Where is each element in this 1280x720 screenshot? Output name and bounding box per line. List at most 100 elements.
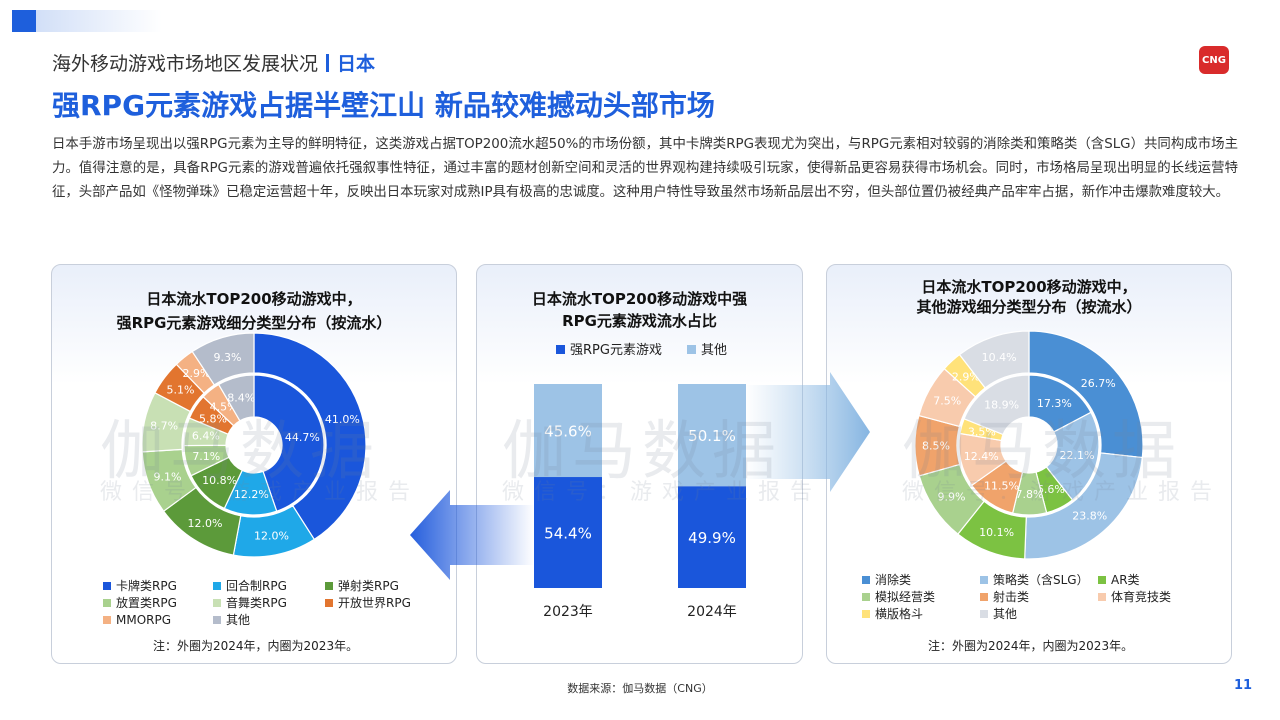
watermark-left-sub: 微信号：游戏产业报告 <box>100 480 421 505</box>
bar-1-segment-1 <box>678 384 746 487</box>
donut-right-outer-label-4: 8.5% <box>922 440 950 453</box>
panel-rpg-breakdown: 日本流水TOP200移动游戏中， 强RPG元素游戏细分类型分布（按流水） 卡牌类… <box>51 264 457 664</box>
legend-label: 体育竞技类 <box>1111 590 1172 604</box>
legend-swatch <box>103 581 111 590</box>
donut-left-inner-label-1: 12.2% <box>234 488 269 501</box>
panel-middle-title-line1: 日本流水TOP200移动游戏中强 <box>531 290 748 308</box>
donut-left-outer-label-3: 9.1% <box>154 470 182 483</box>
watermark-middle-sub: 微信号：游戏产业报告 <box>502 480 823 505</box>
legend-item: 体育竞技类 <box>1098 588 1208 605</box>
donut-right-outer-label-6: 2.9% <box>952 371 980 384</box>
donut-rpg-breakdown: 41.0%12.0%12.0%9.1%8.7%5.1%2.9%9.3%44.7%… <box>141 332 367 558</box>
legend-swatch <box>1098 575 1106 584</box>
legend-label: 模拟经营类 <box>875 590 936 604</box>
donut-right-inner-label-7: 18.9% <box>984 398 1019 411</box>
watermark-left: 伽马数据 <box>100 415 380 489</box>
header-accent-square <box>12 10 36 32</box>
bar-legend-swatch-0 <box>556 345 565 354</box>
bar-chart-rpg-share: 强RPG元素游戏其他54.4%45.6%2023年49.9%50.1%2024年 <box>534 343 746 620</box>
bar-0-value-0: 54.4% <box>544 525 592 543</box>
section-divider <box>326 54 330 72</box>
legend-item: 横版格斗 <box>862 605 980 622</box>
data-source: 数据来源：伽马数据（CNG） <box>567 682 713 695</box>
legend-swatch <box>325 598 333 607</box>
legend-row: MMORPG 其他 <box>103 611 435 628</box>
donut-left-inner-label-2: 10.8% <box>202 474 237 487</box>
bar-0-segment-1 <box>534 384 602 478</box>
donut-left-outer-label-2: 12.0% <box>188 517 223 530</box>
bar-1-segment-0 <box>678 486 746 588</box>
bar-category-label-1: 2024年 <box>687 604 737 620</box>
legend-label: 射击类 <box>993 590 1030 604</box>
bar-1-value-0: 49.9% <box>688 529 736 547</box>
legend-item: 音舞类RPG <box>213 594 325 611</box>
panel-right-title-line2: 其他游戏细分类型分布（按流水） <box>916 298 1142 316</box>
page-headline: 强RPG元素游戏占据半壁江山 新品较难撼动头部市场 <box>52 89 715 122</box>
donut-left-inner-label-4: 6.4% <box>192 430 220 443</box>
legend-row: 卡牌类RPG 回合制RPG 弹射类RPG <box>103 577 435 594</box>
legend-swatch <box>862 609 870 618</box>
section-label: 海外移动游戏市场地区发展状况 <box>52 53 319 75</box>
header-decoration <box>12 10 162 32</box>
legend-item: 模拟经营类 <box>862 588 980 605</box>
page-number: 11 <box>1234 678 1253 693</box>
donut-left-inner-label-5: 5.8% <box>199 412 227 425</box>
legend-swatch <box>103 615 111 624</box>
legend-swatch <box>1098 592 1106 601</box>
donut-right-inner-label-3: 7.8% <box>1015 488 1043 501</box>
donut-right-inner-label-5: 12.4% <box>964 450 999 463</box>
legend-label: 卡牌类RPG <box>116 579 177 593</box>
legend-label: AR类 <box>1111 573 1140 587</box>
summary-paragraph: 日本手游市场呈现出以强RPG元素为主导的鲜明特征，这类游戏占据TOP200流水超… <box>52 137 1238 200</box>
donut-right-outer-label-5: 7.5% <box>933 395 961 408</box>
legend-item: AR类 <box>1098 571 1208 588</box>
donut-right-outer-label-1: 23.8% <box>1072 509 1107 522</box>
legend-swatch <box>980 609 988 618</box>
legend-swatch <box>980 575 988 584</box>
bar-legend-label-1: 其他 <box>701 343 727 358</box>
legend-item: 策略类（含SLG） <box>980 571 1098 588</box>
section-title: 海外移动游戏市场地区发展状况日本 <box>52 49 375 76</box>
donut-left-outer-label-0: 41.0% <box>325 413 360 426</box>
panel-right-title-line1: 日本流水TOP200移动游戏中， <box>921 278 1137 296</box>
legend-label: 放置类RPG <box>116 596 177 610</box>
bar-0-segment-0 <box>534 477 602 588</box>
donut-left-outer-label-1: 12.0% <box>254 529 289 542</box>
legend-swatch <box>213 581 221 590</box>
legend-item: 射击类 <box>980 588 1098 605</box>
legend-item: 其他 <box>980 605 1098 622</box>
bar-0-value-1: 45.6% <box>544 423 592 441</box>
legend-item: 其他 <box>213 611 325 628</box>
panel-left-title-line2: 强RPG元素游戏细分类型分布（按流水） <box>116 314 392 332</box>
watermark-right: 伽马数据 <box>902 415 1182 489</box>
watermark-middle: 伽马数据 <box>502 415 782 489</box>
donut-left-inner-label-0: 44.7% <box>285 431 320 444</box>
legend-swatch <box>980 592 988 601</box>
legend-label: 横版格斗 <box>875 607 924 621</box>
legend-label: MMORPG <box>116 612 172 627</box>
legend-label: 弹射类RPG <box>338 579 399 593</box>
panel-right-note: 注：外圈为2024年，内圈为2023年。 <box>928 639 1134 653</box>
panel-middle-title-line2: RPG元素游戏流水占比 <box>562 312 717 330</box>
legend-item: 卡牌类RPG <box>103 577 213 594</box>
legend-item: 开放世界RPG <box>325 594 435 611</box>
legend-label: 其他 <box>226 613 251 627</box>
legend-swatch <box>325 581 333 590</box>
donut-right-inner-slice-7 <box>963 374 1030 436</box>
legend-label: 回合制RPG <box>226 579 287 593</box>
legend-swatch <box>213 598 221 607</box>
legend-row: 模拟经营类 射击类 体育竞技类 <box>862 588 1208 605</box>
legend-label: 开放世界RPG <box>338 596 411 610</box>
donut-right-outer-label-3: 9.9% <box>938 490 966 503</box>
donut-other-breakdown: 26.7%23.8%10.1%9.9%8.5%7.5%2.9%10.4%17.3… <box>914 330 1144 560</box>
legend-swatch <box>213 615 221 624</box>
donut-right-inner-label-4: 11.5% <box>984 480 1019 493</box>
donut-left-outer-label-5: 5.1% <box>167 384 195 397</box>
donut-right-outer-label-7: 10.4% <box>982 351 1017 364</box>
donut-left-outer-label-7: 9.3% <box>214 351 242 364</box>
legend-label: 音舞类RPG <box>226 596 287 610</box>
donut-right-outer-label-2: 10.1% <box>979 526 1014 539</box>
legend-item: 回合制RPG <box>213 577 325 594</box>
arrow-to-rpg-breakdown <box>410 490 534 580</box>
